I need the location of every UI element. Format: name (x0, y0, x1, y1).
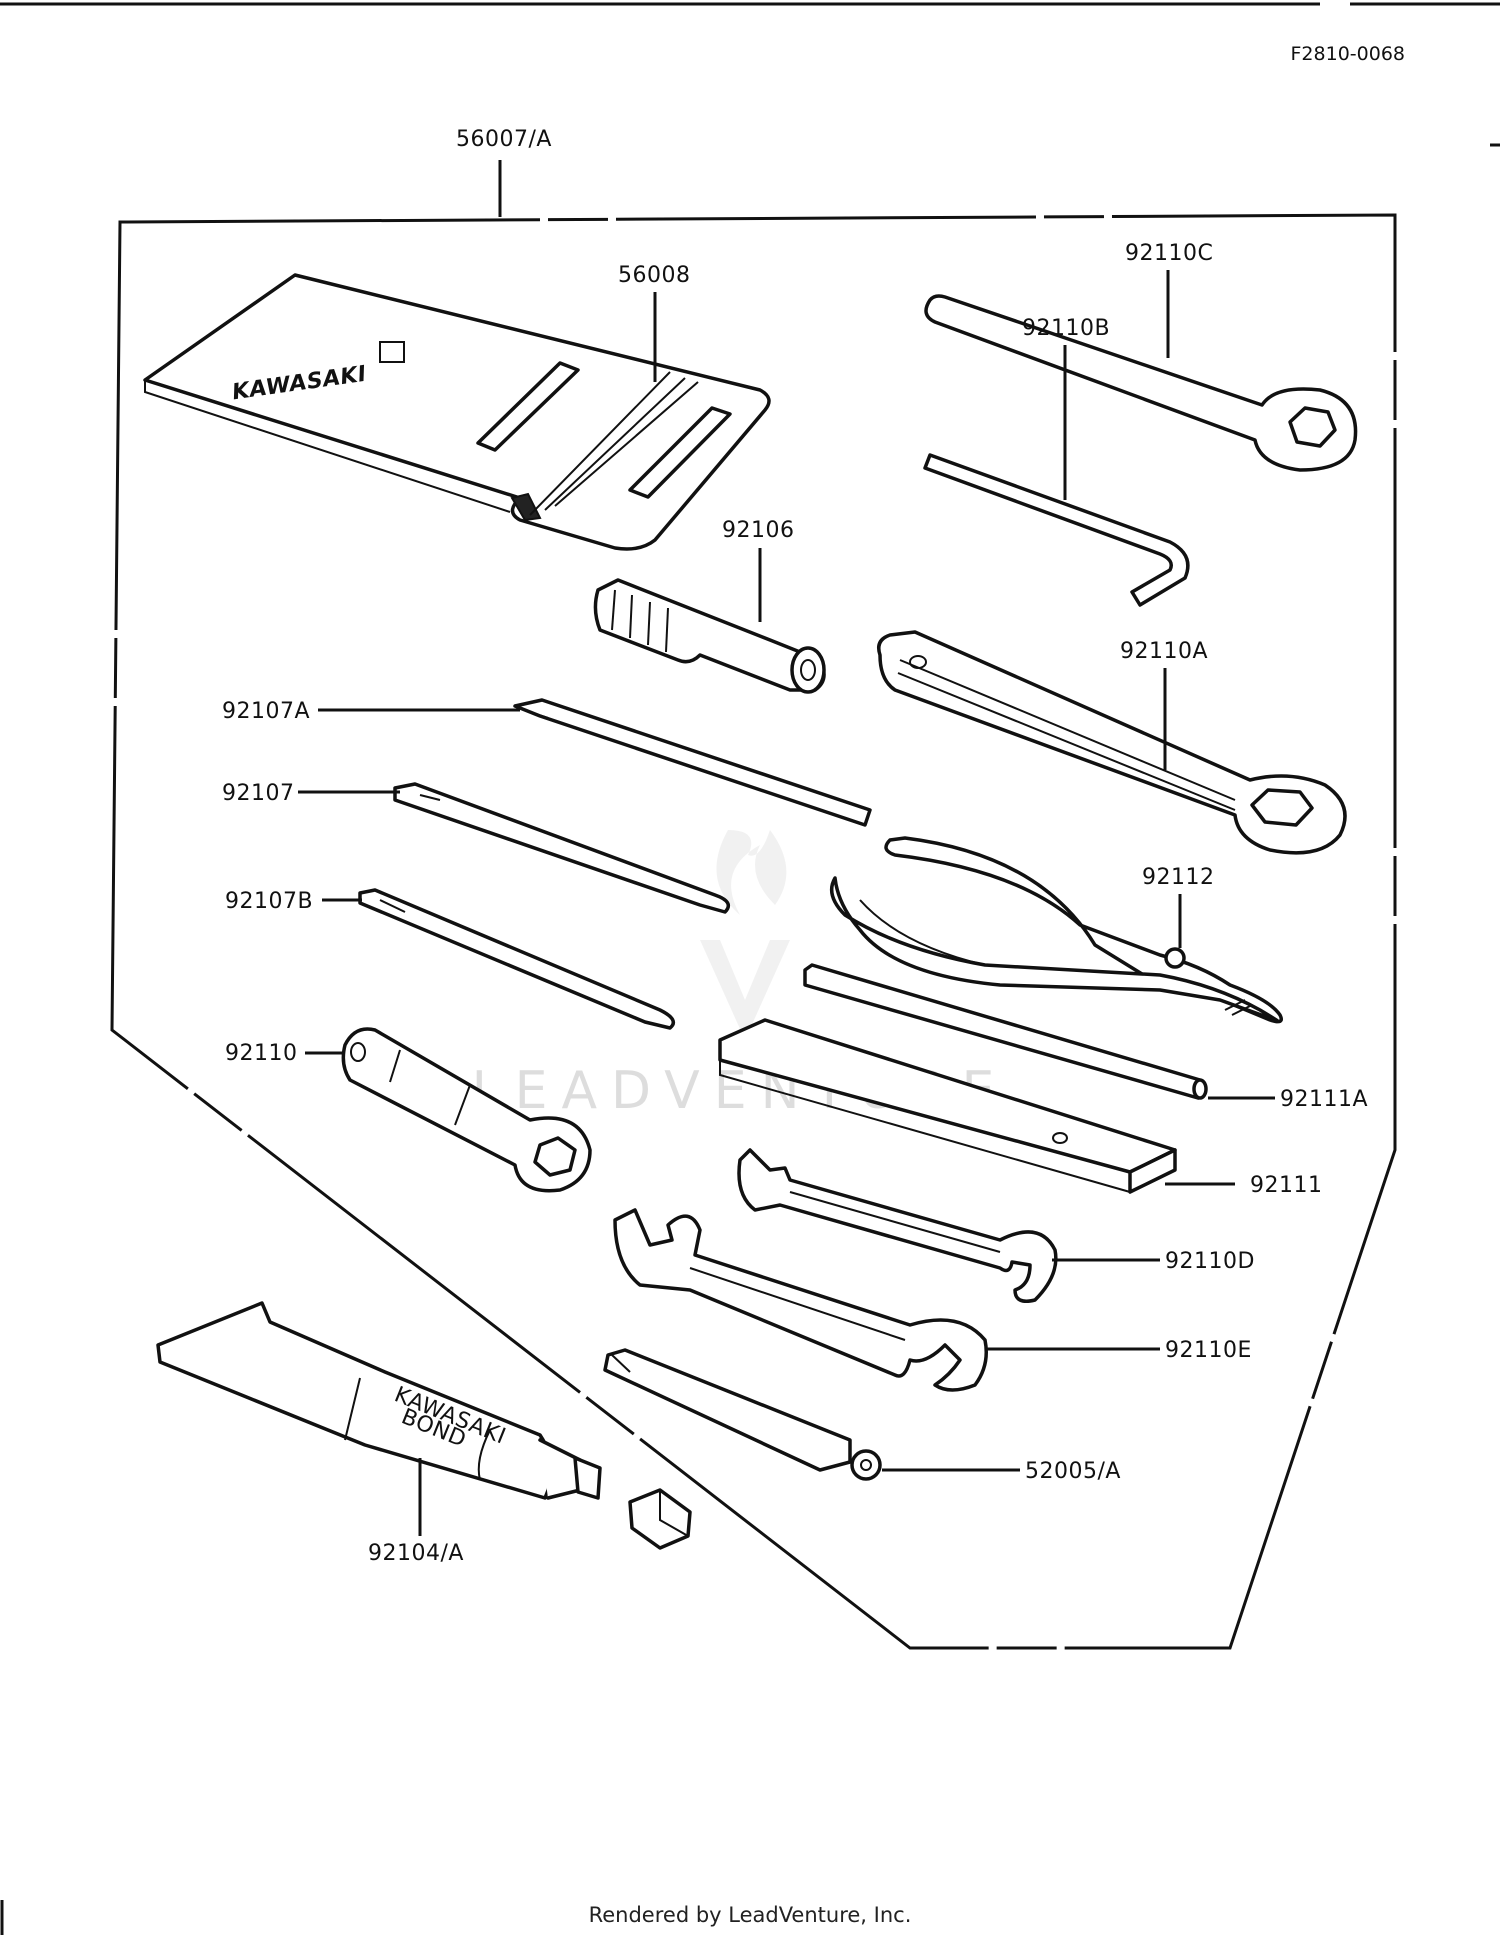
label-group-92110E: 92110E (985, 1338, 1252, 1363)
label-92110D: 92110D (1165, 1249, 1255, 1274)
label-group-92111A: 92111A (1208, 1087, 1368, 1112)
tool-pouch: KAWASAKI (143, 273, 771, 551)
label-92106: 92106 (722, 518, 795, 543)
label-92107: 92107 (222, 781, 295, 806)
flat-screwdriver-92107A (513, 698, 872, 827)
label-92110B: 92110B (1022, 316, 1110, 341)
hex-key-92110B (923, 453, 1190, 607)
open-wrench-92110E (613, 1208, 988, 1392)
label-group-92104A: 92104/A (368, 1458, 464, 1566)
pliers-92112 (829, 836, 1283, 1024)
label-group-52005A: 52005/A (882, 1459, 1121, 1484)
label-56008: 56008 (618, 263, 691, 288)
socket-wrench-92110 (341, 1027, 592, 1193)
phillips-screwdriver-92107 (393, 782, 731, 914)
phillips-screwdriver-92107B (358, 888, 676, 1030)
label-92110: 92110 (225, 1041, 298, 1066)
kit-boundary-outline (110, 213, 1397, 1650)
label-group-92107: 92107 (222, 781, 400, 806)
label-52005A: 52005/A (1025, 1459, 1121, 1484)
label-92111A: 92111A (1280, 1087, 1368, 1112)
plug-wrench-52005A (603, 1348, 882, 1481)
label-92110E: 92110E (1165, 1338, 1252, 1363)
label-92111: 92111 (1250, 1173, 1323, 1198)
footer-credit: Rendered by LeadVenture, Inc. (589, 1903, 912, 1927)
label-group-56008: 56008 (618, 263, 691, 382)
label-92107A: 92107A (222, 699, 310, 724)
label-group-92110B: 92110B (1022, 316, 1110, 500)
open-wrench-92110D (737, 1148, 1058, 1303)
screwdriver-handle-92106 (593, 578, 826, 694)
label-group-92110: 92110 (225, 1041, 345, 1066)
label-92110A: 92110A (1120, 639, 1208, 664)
grease-tube-92104A: KAWASAKI BOND (156, 1301, 692, 1550)
label-group-92110D: 92110D (1052, 1249, 1255, 1274)
label-group-92111: 92111 (1165, 1173, 1323, 1198)
box-wrench-92110C (924, 294, 1358, 472)
label-group-92107B: 92107B (225, 889, 362, 914)
label-group-92106: 92106 (722, 518, 795, 622)
label-92110C: 92110C (1125, 241, 1213, 266)
label-group-92110A: 92110A (1120, 639, 1208, 770)
tommy-bar-92111A (803, 963, 1208, 1100)
ring-spanner-92110A (877, 630, 1347, 855)
label-92112: 92112 (1142, 865, 1215, 890)
label-group-92110C: 92110C (1125, 241, 1213, 358)
label-group-92107A: 92107A (222, 699, 520, 724)
diagram-code: F2810-0068 (1291, 43, 1406, 65)
label-92104A: 92104/A (368, 1541, 464, 1566)
label-group-92112: 92112 (1142, 865, 1215, 948)
watermark-logo (700, 830, 790, 1040)
label-56007A: 56007/A (456, 127, 552, 152)
flat-bar-92111 (718, 1018, 1177, 1194)
label-92107B: 92107B (225, 889, 313, 914)
